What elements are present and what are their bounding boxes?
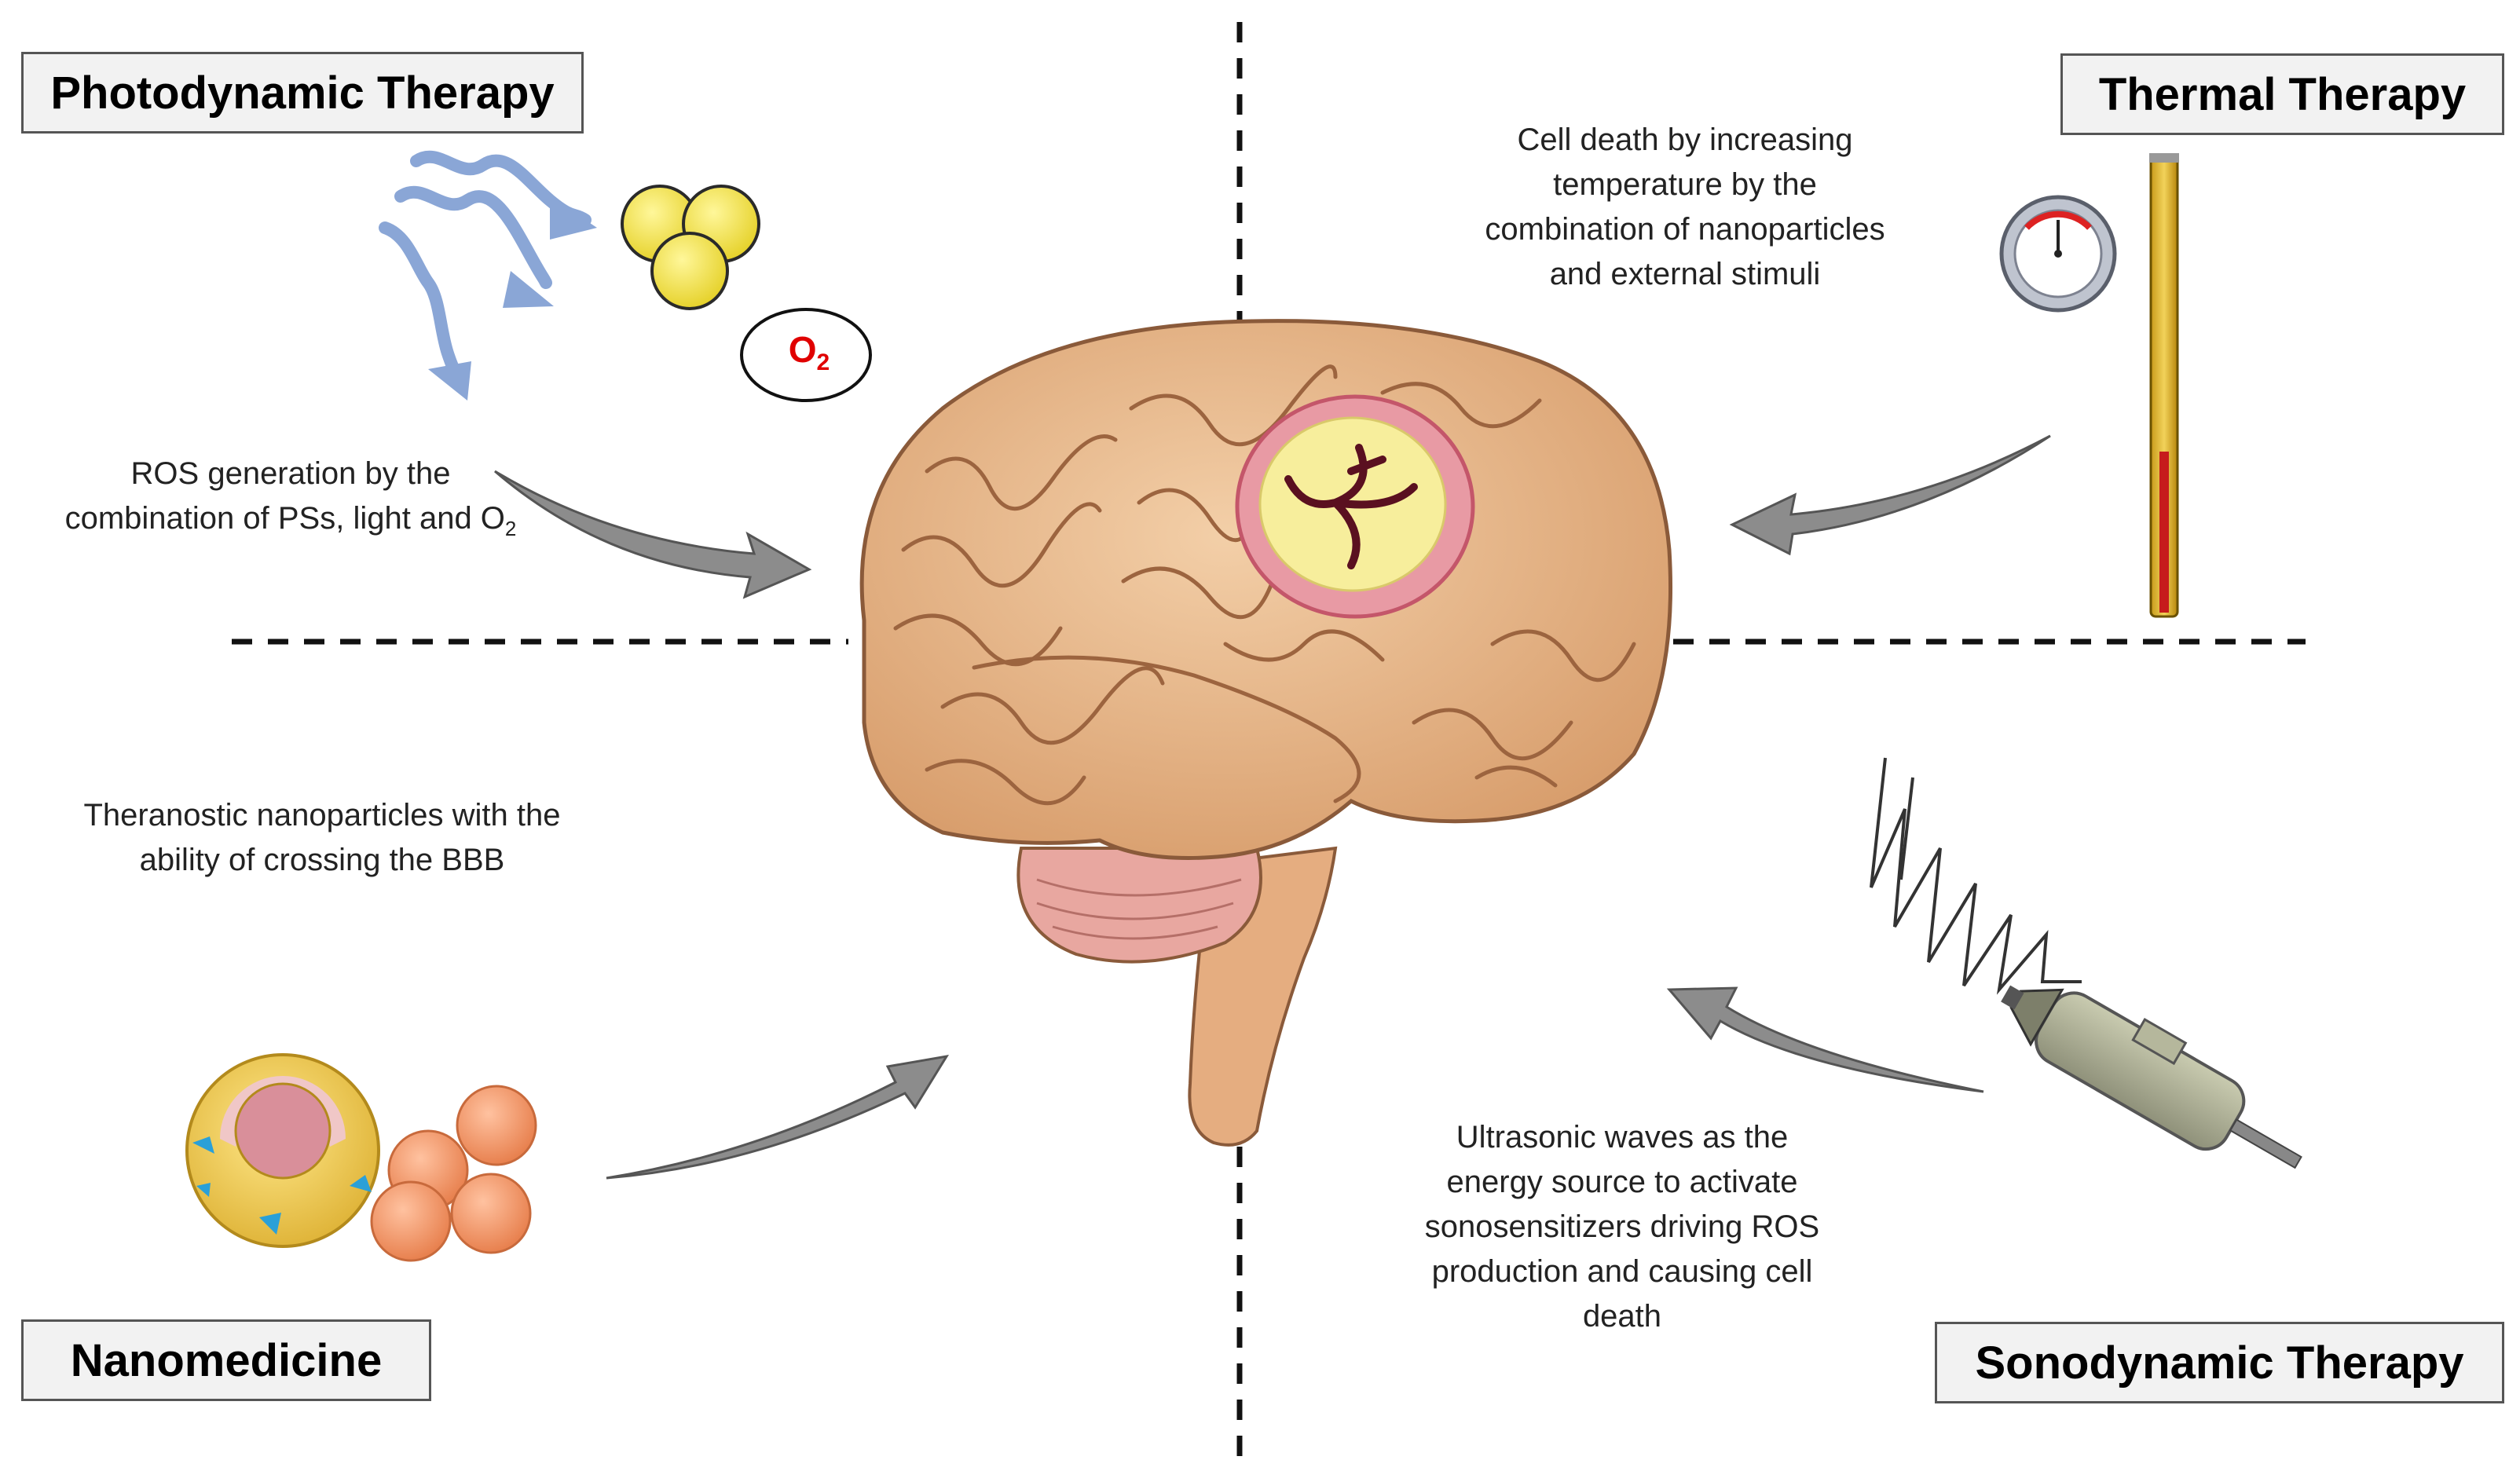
thermal-desc-line-3: combination of nanoparticles: [1485, 212, 1885, 247]
nanomedicine-title: Nanomedicine: [21, 1319, 431, 1401]
light-wave-arrowheads: [428, 196, 597, 401]
therapy-arrows: [494, 434, 2051, 1180]
arrow-nanomedicine-to-brain: [606, 1054, 950, 1180]
light-wave-icon: [379, 150, 592, 383]
sonodynamic-desc-line-1: Ultrasonic waves as the: [1456, 1120, 1789, 1154]
arrow-photodynamic-to-brain: [494, 470, 812, 599]
thermal-description: Cell death by increasing temperature by …: [1430, 118, 1940, 297]
oxygen-label: O2: [788, 329, 830, 376]
gauge-icon: [1999, 195, 2117, 313]
arrow-sonodynamic-to-brain: [1666, 986, 1984, 1093]
sonodynamic-desc-line-4: production and causing cell: [1431, 1254, 1813, 1289]
ultrasound-wave-icon: [1870, 757, 2082, 995]
nanoparticle-icon: [370, 1085, 537, 1262]
photosensitizer-icon: [621, 185, 760, 310]
sonodynamic-title: Sonodynamic Therapy: [1935, 1322, 2504, 1403]
oxygen-bubble: [740, 308, 872, 402]
thermal-desc-line-4: and external stimuli: [1549, 257, 1821, 291]
thermal-desc-line-2: temperature by the: [1553, 167, 1817, 202]
arrow-thermal-to-brain: [1729, 434, 2051, 556]
photodynamic-desc-line-2: combination of PSs, light and O2: [64, 501, 517, 540]
sonodynamic-desc-line-3: sonosensitizers driving ROS: [1424, 1209, 1820, 1244]
ultrasound-probe-icon: [2001, 985, 2302, 1169]
nanomedicine-desc-line-1: Theranostic nanoparticles with the: [83, 798, 561, 832]
thermometer-icon: [2149, 153, 2179, 618]
liposome-icon: [185, 1053, 380, 1248]
brain-icon: [859, 319, 1673, 1147]
photodynamic-description: ROS generation by the combination of PSs…: [31, 452, 550, 551]
thermal-desc-line-1: Cell death by increasing: [1517, 123, 1853, 157]
photodynamic-desc-line-1: ROS generation by the: [130, 456, 451, 491]
nanomedicine-description: Theranostic nanoparticles with the abili…: [31, 793, 613, 883]
sonodynamic-description: Ultrasonic waves as the energy source to…: [1379, 1115, 1866, 1339]
sonodynamic-desc-line-2: energy source to activate: [1446, 1165, 1798, 1199]
photodynamic-title: Photodynamic Therapy: [21, 52, 584, 134]
nanomedicine-desc-line-2: ability of crossing the BBB: [139, 843, 505, 877]
sonodynamic-desc-line-5: death: [1582, 1299, 1662, 1334]
thermal-title: Thermal Therapy: [2060, 53, 2504, 135]
quadrant-dividers: [232, 22, 2306, 1461]
